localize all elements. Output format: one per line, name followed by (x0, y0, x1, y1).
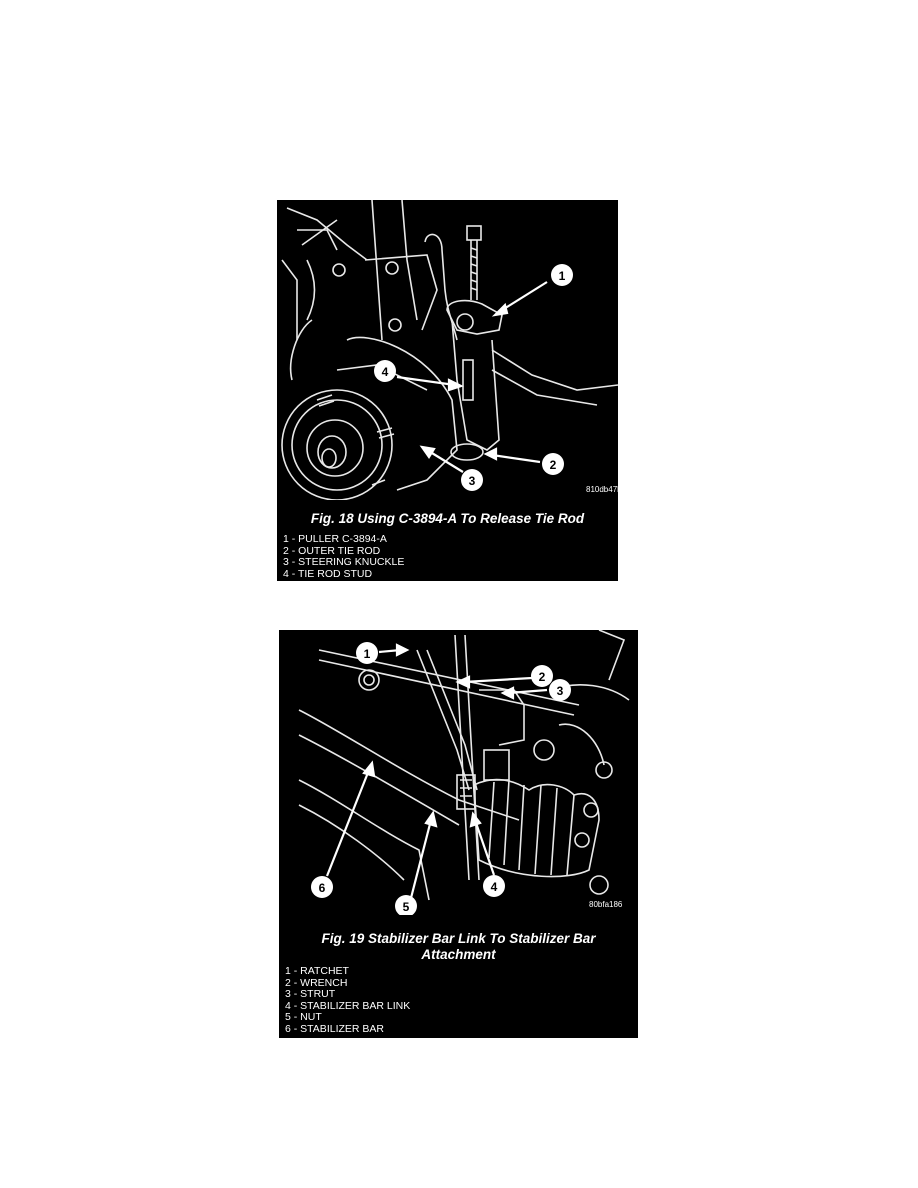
legend-item: 1 - RATCHET (285, 965, 349, 977)
figure-caption: Fig. 19 Stabilizer Bar Link To Stabilize… (279, 931, 638, 963)
caption-line: Attachment (421, 947, 496, 962)
figure-caption: Fig. 18 Using C-3894-A To Release Tie Ro… (310, 511, 585, 526)
callout-2-label: 2 (550, 458, 557, 472)
callout-1-label: 1 (559, 269, 566, 283)
legend-item: 4 - STABILIZER BAR LINK (285, 999, 411, 1012)
callout-4-marker: 4 (374, 360, 396, 382)
callout-4-label: 4 (491, 880, 498, 894)
image-code: 810db47b (586, 485, 618, 494)
stabilizer-link-illustration: 1 2 3 6 5 4 (298, 630, 630, 915)
callout-5-label: 5 (403, 900, 410, 914)
legend-item: 3 - STEERING KNUCKLE (283, 556, 405, 569)
callout-6-label: 6 (319, 881, 326, 895)
legend-item: 6 - STABILIZER BAR (285, 1022, 384, 1035)
callout-3-marker: 3 (461, 469, 483, 491)
callout-4-marker: 4 (483, 875, 505, 897)
callout-3-label: 3 (469, 474, 476, 488)
legend-item: 5 - NUT (285, 1011, 322, 1024)
callout-5-marker: 5 (395, 895, 417, 915)
legend-item: 4 - TIE ROD STUD (283, 567, 373, 580)
tie-rod-illustration: 1 4 2 3 (281, 200, 618, 500)
callout-2-marker: 2 (531, 665, 553, 687)
callout-1-marker: 1 (356, 642, 378, 664)
legend-item: 1 - PULLER C-3894-A (283, 533, 387, 545)
legend-item: 3 - STRUT (285, 988, 336, 1001)
callout-6-marker: 6 (311, 876, 333, 898)
figure-18: 1 4 2 3 810db47b Fig. 18 Using C-3894-A … (277, 200, 618, 581)
callout-4-label: 4 (382, 365, 389, 379)
figure-legend: 1 - PULLER C-3894-A 2 - OUTER TIE ROD 3 … (283, 533, 405, 580)
figure-19: 1 2 3 6 5 4 80bfa186 Fig. 19 Stabilizer … (279, 630, 638, 1038)
legend-item: 2 - WRENCH (285, 976, 348, 989)
figure-legend: 1 - RATCHET 2 - WRENCH 3 - STRUT 4 - STA… (285, 965, 411, 1036)
legend-item: 2 - OUTER TIE ROD (283, 544, 381, 557)
callout-3-label: 3 (557, 684, 564, 698)
caption-line: Fig. 19 Stabilizer Bar Link To Stabilize… (321, 931, 596, 946)
image-code: 80bfa186 (589, 900, 623, 909)
callout-3-marker: 3 (549, 679, 571, 701)
callout-2-label: 2 (539, 670, 546, 684)
callout-1-label: 1 (364, 647, 371, 661)
callout-2-marker: 2 (542, 453, 564, 475)
callout-1-marker: 1 (551, 264, 573, 286)
